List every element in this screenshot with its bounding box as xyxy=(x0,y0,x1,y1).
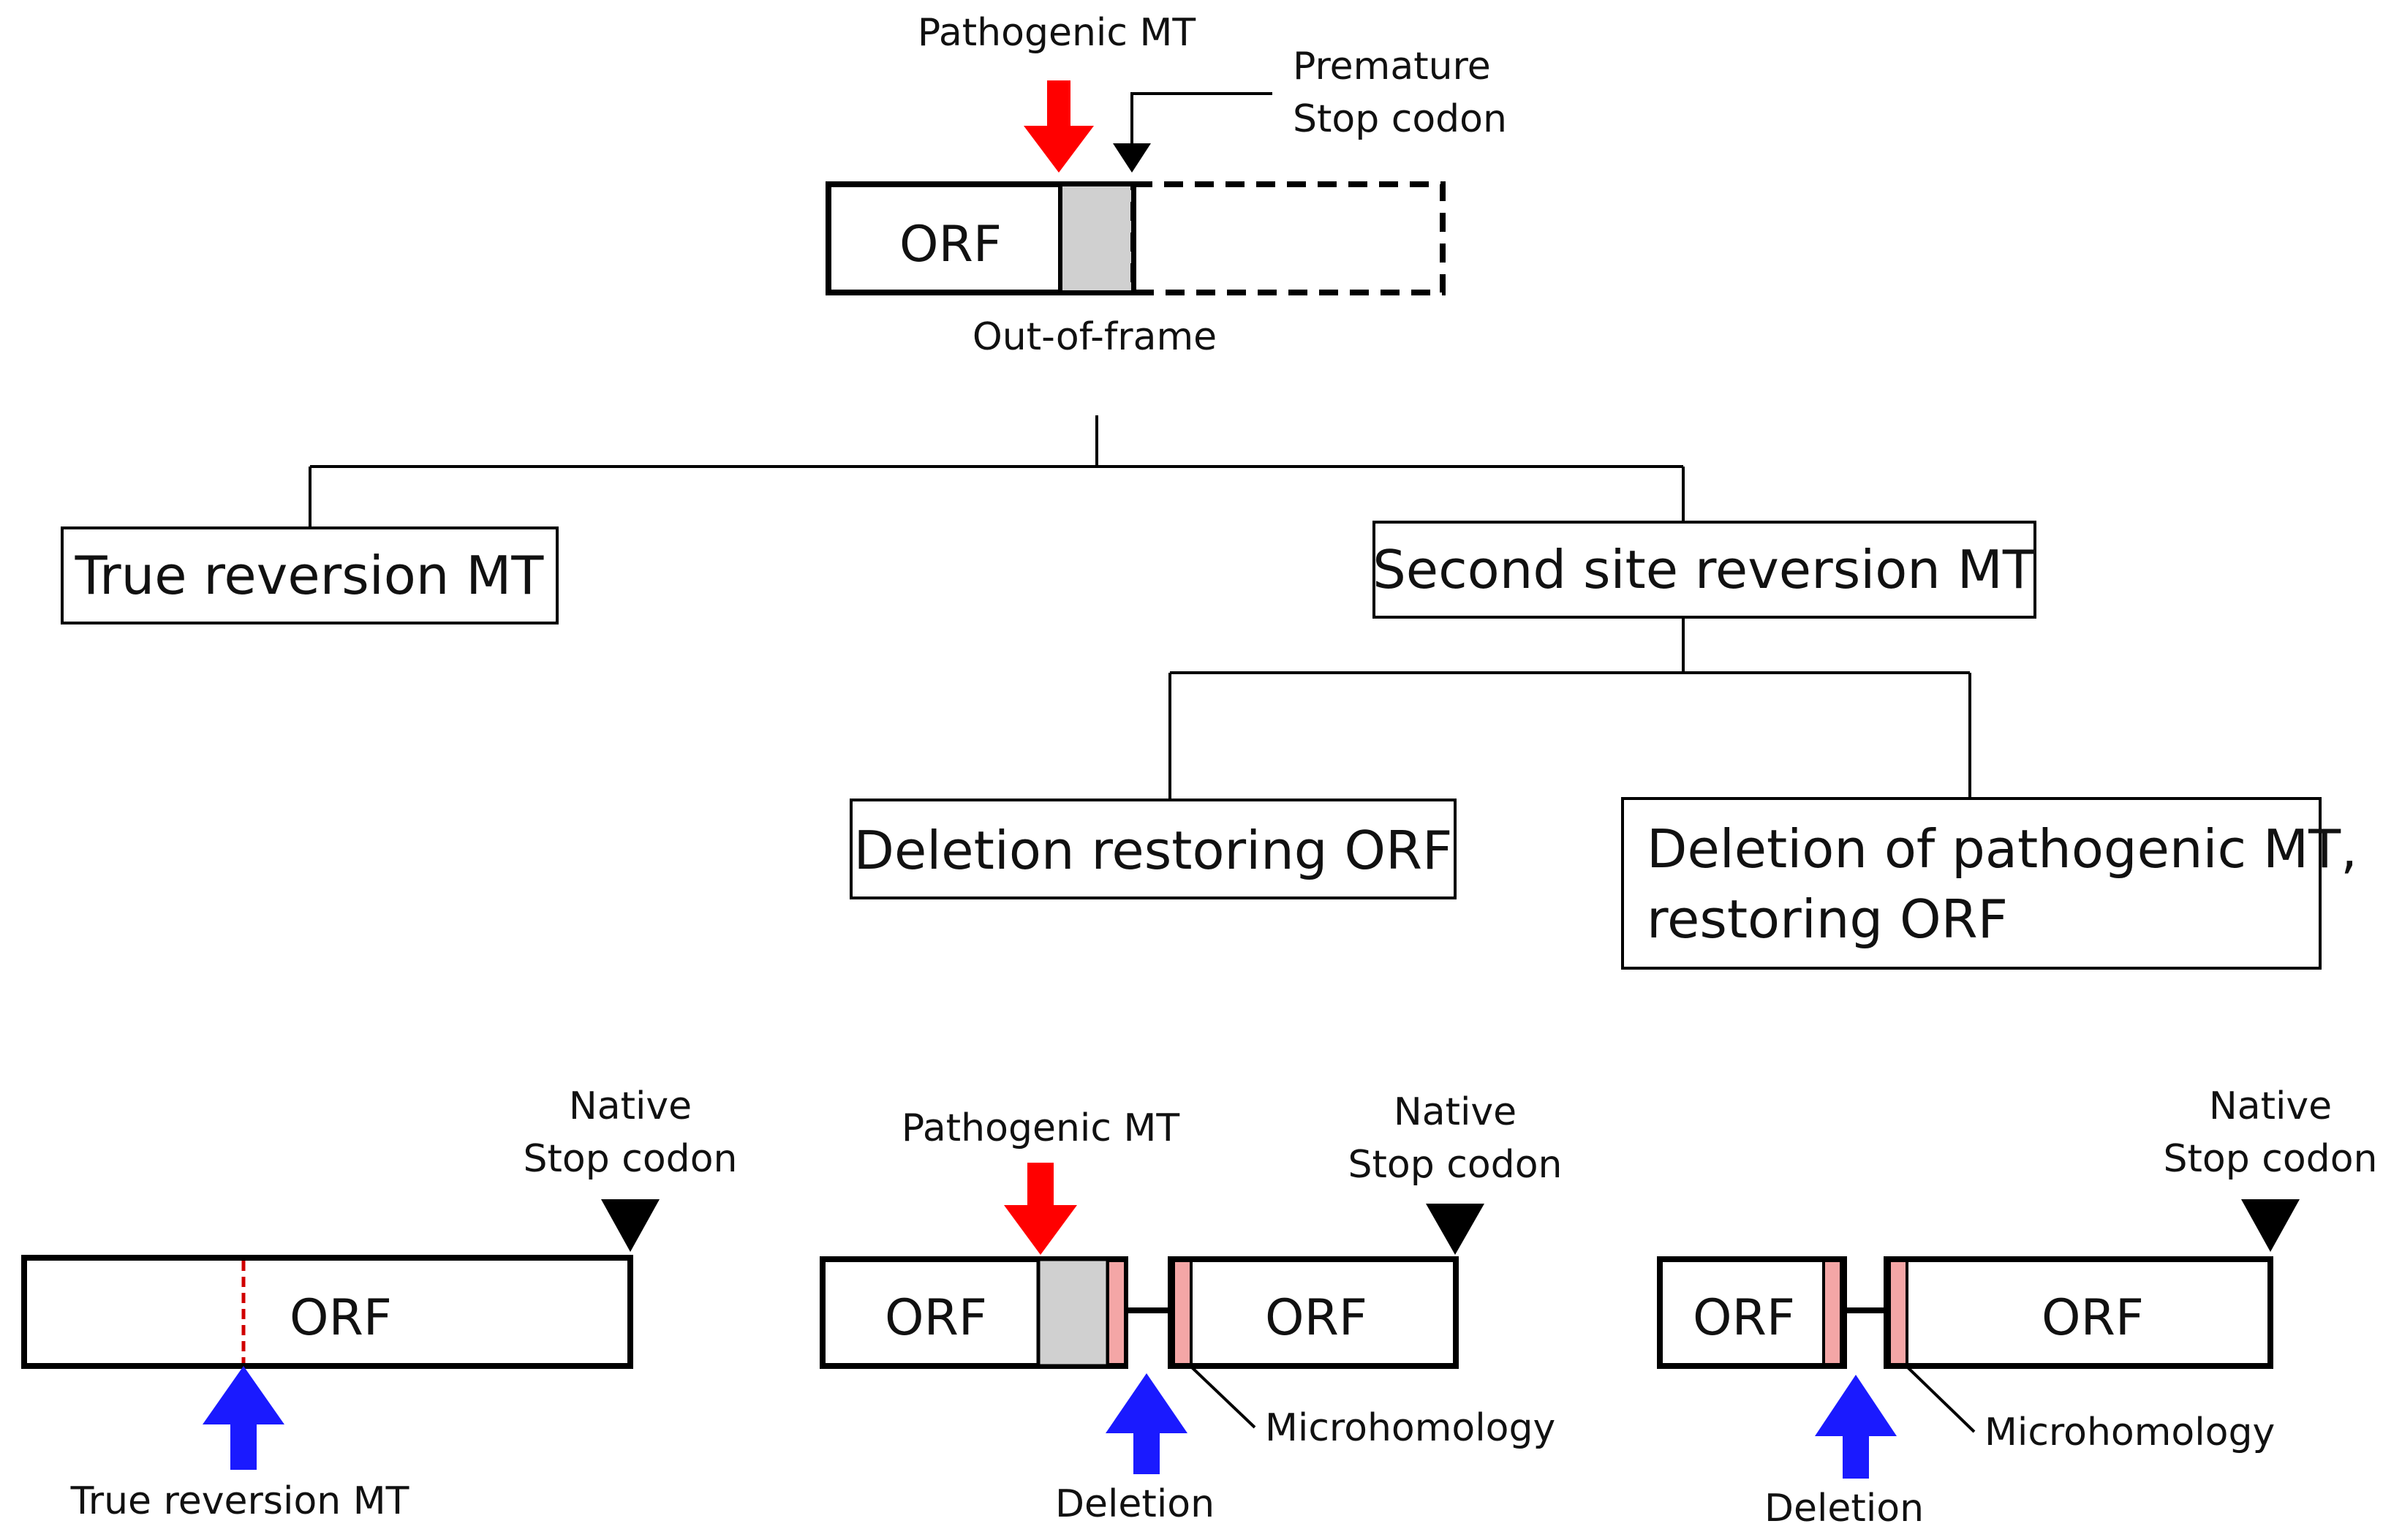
middle-native-stop-label-2: Stop codon xyxy=(1348,1143,1563,1187)
deletion-restoring-node-label: Deletion restoring ORF xyxy=(854,820,1453,881)
right-left-microhomology xyxy=(1822,1259,1843,1366)
left-orf-label: ORF xyxy=(290,1289,392,1347)
premature-stop-arrow-icon xyxy=(1113,143,1151,173)
middle-arrow-label: Deletion xyxy=(1055,1482,1215,1526)
top-gene-schematic: Pathogenic MT Premature Stop codon ORF O… xyxy=(826,11,1507,359)
middle-native-stop-label-1: Native xyxy=(1394,1090,1517,1134)
pathogenic-arrow-icon xyxy=(1024,80,1094,173)
middle-orf-label-right: ORF xyxy=(1265,1289,1367,1347)
right-orf-label-left: ORF xyxy=(1693,1289,1795,1347)
deletion-pathogenic-node-label-2: restoring ORF xyxy=(1647,888,2008,950)
middle-deletion-arrow-icon xyxy=(1106,1373,1187,1474)
bottom-middle-schematic: Pathogenic MT Native Stop codon ORF ORF … xyxy=(820,1090,1563,1526)
left-reversion-arrow-icon xyxy=(203,1366,284,1470)
top-untranslated-region xyxy=(1130,181,1446,295)
middle-right-orf-box xyxy=(1168,1256,1459,1369)
middle-pathogenic-label: Pathogenic MT xyxy=(902,1106,1179,1150)
classification-tree xyxy=(309,415,1971,800)
true-reversion-node: True reversion MT xyxy=(61,526,559,624)
middle-orf-label-left: ORF xyxy=(885,1289,987,1347)
true-reversion-node-label: True reversion MT xyxy=(75,545,545,606)
premature-stop-label-1: Premature xyxy=(1293,45,1491,88)
bottom-right-schematic: Native Stop codon ORF ORF Microhomology … xyxy=(1657,1084,2378,1530)
tree-connector-second-site xyxy=(1168,618,1971,800)
middle-right-microhomology xyxy=(1172,1259,1193,1366)
left-native-stop-label-1: Native xyxy=(569,1084,692,1128)
top-orf-label: ORF xyxy=(899,216,1002,273)
top-pathogenic-label: Pathogenic MT xyxy=(918,11,1196,55)
deletion-restoring-node: Deletion restoring ORF xyxy=(850,799,1457,899)
middle-left-microhomology xyxy=(1106,1259,1127,1366)
right-right-microhomology xyxy=(1888,1259,1908,1366)
bottom-left-schematic: Native Stop codon ORF True reversion MT xyxy=(21,1084,738,1523)
middle-microhomology-label: Microhomology xyxy=(1265,1406,1555,1450)
deletion-pathogenic-node-label-1: Deletion of pathogenic MT, xyxy=(1647,818,2357,880)
second-site-node-label: Second site reversion MT xyxy=(1372,539,2036,600)
tree-connector-root xyxy=(309,415,1685,528)
right-microhomology-label: Microhomology xyxy=(1984,1411,2275,1454)
left-native-stop-label-2: Stop codon xyxy=(524,1137,738,1181)
left-native-stop-icon xyxy=(601,1199,660,1252)
premature-stop-label-2: Stop codon xyxy=(1293,97,1507,141)
middle-out-of-frame-segment xyxy=(1036,1257,1110,1368)
right-orf-label-right: ORF xyxy=(2042,1289,2144,1347)
premature-stop-leader-line xyxy=(1130,92,1272,155)
left-orf-box xyxy=(21,1255,633,1369)
deletion-pathogenic-node: Deletion of pathogenic MT, restoring ORF xyxy=(1621,797,2357,970)
right-native-stop-label-1: Native xyxy=(2209,1084,2332,1128)
top-out-of-frame-segment xyxy=(1058,182,1136,295)
right-native-stop-label-2: Stop codon xyxy=(2164,1137,2378,1181)
right-microhomology-leader xyxy=(1906,1366,1976,1433)
right-right-orf-box xyxy=(1884,1256,2273,1369)
middle-pathogenic-arrow-icon xyxy=(1004,1163,1077,1255)
right-deletion-arrow-icon xyxy=(1815,1375,1897,1479)
second-site-node: Second site reversion MT xyxy=(1372,521,2036,619)
right-arrow-label: Deletion xyxy=(1764,1487,1924,1530)
middle-native-stop-icon xyxy=(1426,1204,1484,1255)
left-arrow-label: True reversion MT xyxy=(70,1479,409,1523)
middle-microhomology-leader xyxy=(1190,1366,1256,1429)
right-native-stop-icon xyxy=(2241,1199,2300,1252)
out-of-frame-label: Out-of-frame xyxy=(973,315,1217,359)
